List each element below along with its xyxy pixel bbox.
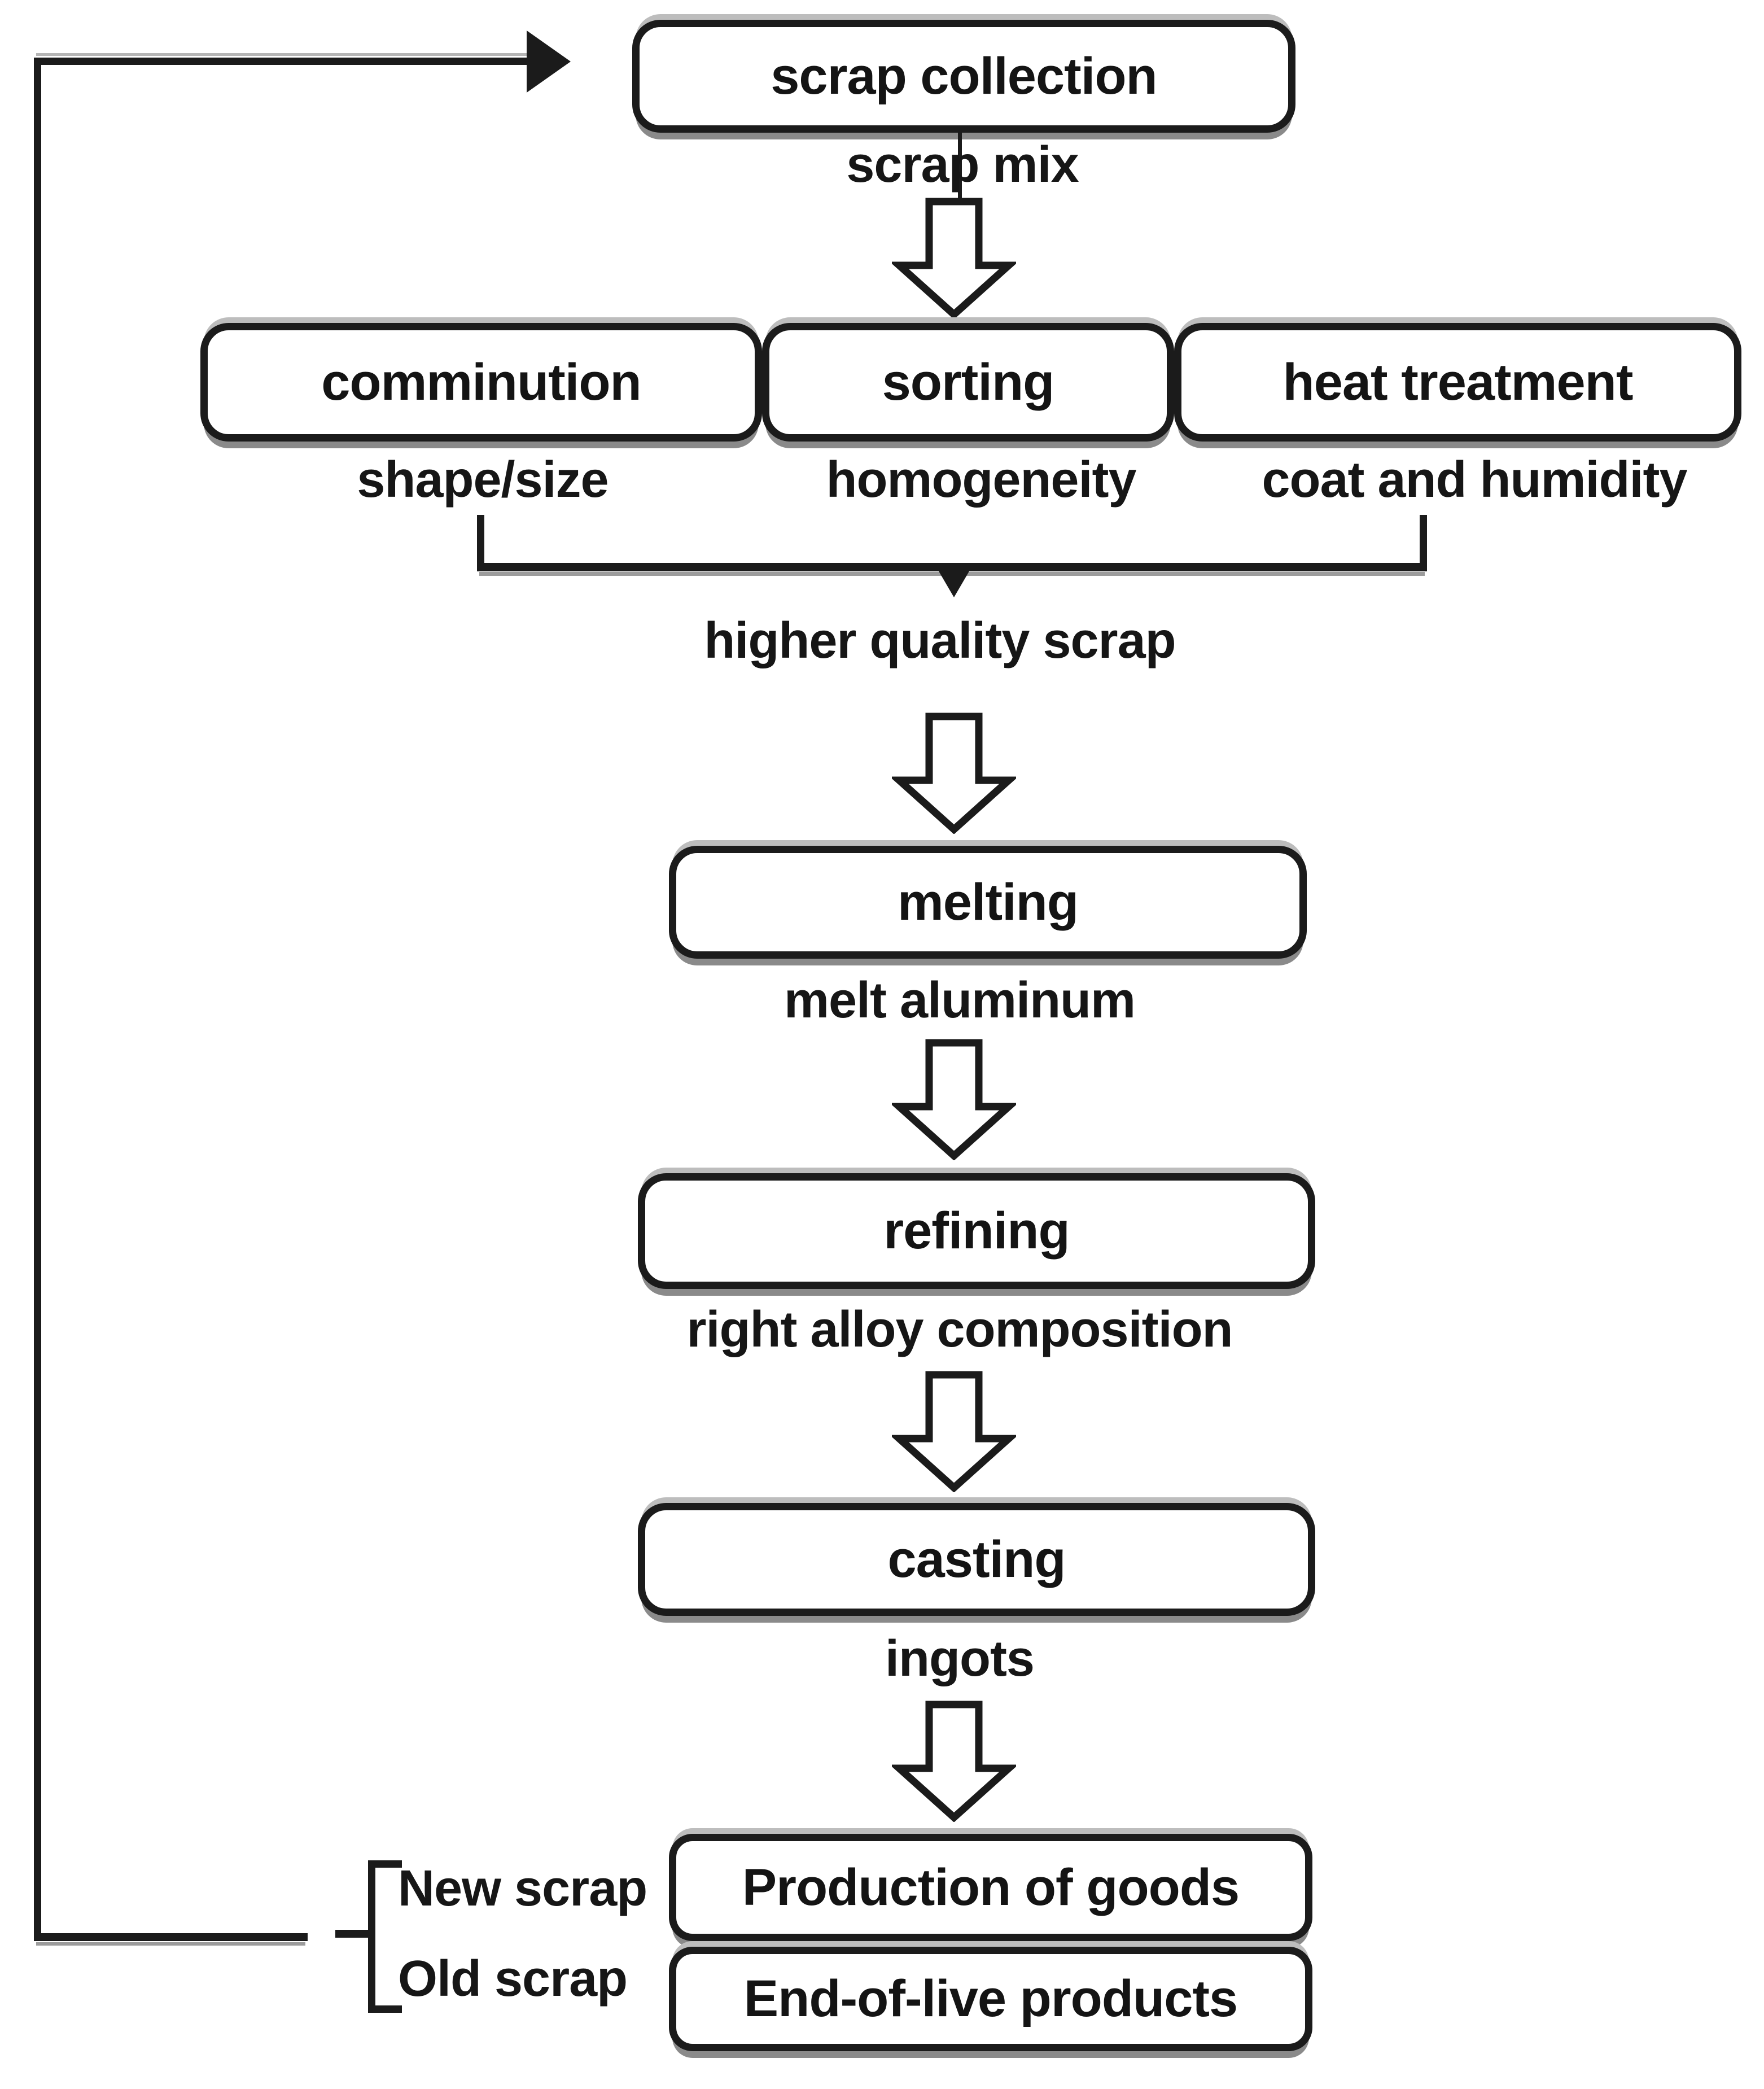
node-sorting: sorting [762,323,1174,442]
node-casting-label: casting [887,1530,1066,1588]
node-comminution: comminution [200,323,762,442]
node-scrap-collection: scrap collection [632,20,1295,133]
shape-size-label: shape/size [357,452,609,508]
node-production-of-goods: Production of goods [669,1834,1312,1941]
old-scrap-label: Old scrap [398,1951,628,2007]
merge-bracket-right [1420,515,1427,569]
higher-quality-scrap-label: higher quality scrap [704,613,1176,669]
node-refining-label: refining [883,1202,1070,1260]
scrap-brace-notch [335,1930,368,1938]
down-arrow-icon [892,1371,1016,1492]
node-end-of-live-products-label: End-of-live products [743,1970,1238,2027]
node-comminution-label: comminution [321,353,642,411]
scrap-brace-bottom-hook [368,2005,402,2013]
melt-aluminum-label: melt aluminum [783,972,1136,1029]
node-heat-treatment-label: heat treatment [1282,353,1634,411]
scrap-mix-label: scrap mix [846,137,1079,193]
node-end-of-live-products: End-of-live products [669,1947,1312,2051]
merge-bracket-horizontal [477,563,1427,571]
node-scrap-collection-label: scrap collection [771,47,1157,105]
node-melting-label: melting [897,873,1079,931]
scrap-brace-top-hook [368,1860,402,1868]
right-alloy-composition-label: right alloy composition [686,1301,1233,1358]
coat-humidity-label: coat and humidity [1262,452,1687,508]
down-arrow-icon [892,1039,1016,1160]
scrap-brace-vertical [368,1860,375,2013]
feedback-line-top [34,58,531,65]
scrap-mix-connector-line [958,133,962,200]
node-sorting-label: sorting [882,353,1055,411]
feedback-line-bottom [34,1933,308,1941]
feedback-arrowhead-icon [527,30,571,93]
node-melting: melting [669,846,1307,959]
down-arrow-icon [892,1701,1016,1822]
node-refining: refining [638,1173,1315,1289]
new-scrap-label: New scrap [398,1860,647,1917]
node-casting: casting [638,1503,1315,1616]
homogeneity-label: homogeneity [826,452,1136,508]
merge-arrowhead-icon [938,570,970,597]
feedback-line-left [34,58,41,1941]
merge-bracket-left [477,515,484,569]
ingots-label: ingots [885,1631,1035,1687]
down-arrow-icon [892,198,1016,319]
node-production-of-goods-label: Production of goods [742,1858,1240,1916]
down-arrow-icon [892,713,1016,834]
node-heat-treatment: heat treatment [1174,323,1741,442]
